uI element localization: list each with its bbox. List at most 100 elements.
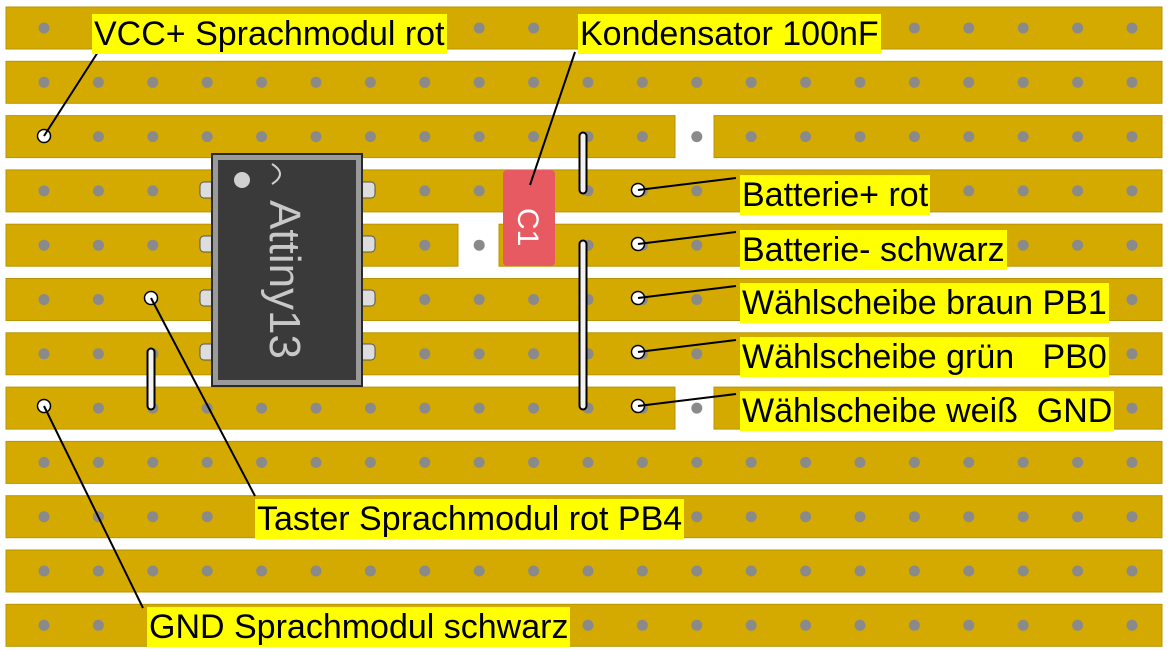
solder-hole <box>38 76 50 88</box>
solder-hole <box>963 131 975 143</box>
solder-hole <box>473 185 485 197</box>
solder-hole <box>419 131 431 143</box>
solder-hole <box>636 76 648 88</box>
capacitor-label: C1 <box>511 208 544 246</box>
leader-line <box>150 297 256 497</box>
solder-hole <box>473 22 485 34</box>
solder-hole <box>745 131 757 143</box>
solder-hole <box>908 456 920 468</box>
solder-hole <box>528 565 540 577</box>
solder-hole <box>800 131 812 143</box>
solder-hole <box>147 511 159 523</box>
solder-hole <box>473 239 485 251</box>
solder-hole <box>1017 22 1029 34</box>
solder-hole <box>800 565 812 577</box>
label-kondensator: Kondensator 100nF <box>578 14 881 54</box>
solder-hole <box>854 565 866 577</box>
solder-hole <box>1126 131 1138 143</box>
solder-hole <box>201 565 213 577</box>
solder-hole <box>1072 76 1084 88</box>
solder-hole <box>854 131 866 143</box>
solder-hole <box>1126 565 1138 577</box>
solder-hole <box>1017 456 1029 468</box>
solder-hole <box>582 565 594 577</box>
solder-hole <box>364 131 376 143</box>
leader-line <box>637 339 737 353</box>
solder-hole <box>147 456 159 468</box>
solder-hole <box>691 619 703 631</box>
solder-hole <box>854 76 866 88</box>
solder-hole <box>1017 76 1029 88</box>
solder-hole <box>636 619 648 631</box>
solder-hole <box>582 619 594 631</box>
solder-hole <box>908 76 920 88</box>
solder-hole <box>1126 348 1138 360</box>
solder-hole <box>636 456 648 468</box>
solder-hole <box>691 348 703 360</box>
solder-hole <box>92 456 104 468</box>
leader-line <box>43 405 144 609</box>
solder-hole <box>582 76 594 88</box>
leader-line <box>529 51 576 186</box>
leader-line <box>637 177 737 191</box>
solder-hole <box>92 185 104 197</box>
solder-hole <box>691 565 703 577</box>
solder-hole <box>1126 511 1138 523</box>
leader-line <box>637 285 737 299</box>
solder-hole <box>38 619 50 631</box>
solder-hole <box>1072 239 1084 251</box>
solder-hole <box>1017 565 1029 577</box>
solder-hole <box>38 456 50 468</box>
solder-hole <box>1017 619 1029 631</box>
label-vcc-sprachmodul: VCC+ Sprachmodul rot <box>92 14 447 54</box>
solder-hole <box>963 565 975 577</box>
solder-hole <box>38 348 50 360</box>
solder-hole <box>800 619 812 631</box>
solder-hole <box>1017 511 1029 523</box>
solder-hole <box>92 294 104 305</box>
solder-hole <box>963 22 975 34</box>
solder-hole <box>1126 22 1138 34</box>
solder-hole <box>92 402 104 414</box>
solder-hole <box>310 131 322 143</box>
solder-hole <box>1072 619 1084 631</box>
solder-hole <box>745 619 757 631</box>
solder-hole <box>528 294 540 305</box>
solder-hole <box>310 76 322 88</box>
solder-hole <box>419 239 431 251</box>
solder-hole <box>908 131 920 143</box>
solder-hole <box>1017 239 1029 251</box>
solder-hole <box>908 565 920 577</box>
solder-hole <box>691 185 703 197</box>
solder-hole <box>854 619 866 631</box>
solder-hole <box>473 348 485 360</box>
solder-hole <box>1072 185 1084 197</box>
solder-hole <box>92 619 104 631</box>
solder-hole <box>854 511 866 523</box>
solder-hole <box>364 76 376 88</box>
solder-hole <box>1126 294 1138 305</box>
solder-hole <box>745 511 757 523</box>
solder-hole <box>1126 402 1138 414</box>
solder-hole <box>201 76 213 88</box>
solder-hole <box>38 511 50 523</box>
solder-hole <box>800 511 812 523</box>
solder-hole <box>419 402 431 414</box>
copper-strip <box>5 115 676 159</box>
solder-hole <box>1126 456 1138 468</box>
pin1-marker <box>234 172 250 188</box>
solder-hole <box>691 294 703 305</box>
solder-hole <box>1072 565 1084 577</box>
solder-hole <box>1072 511 1084 523</box>
solder-hole <box>691 76 703 88</box>
label-gnd-sprachmodul: GND Sprachmodul schwarz <box>147 607 571 647</box>
solder-hole <box>1072 131 1084 143</box>
solder-hole <box>691 131 703 143</box>
label-waehlscheibe-pb1: Wählscheibe braun PB1 <box>740 283 1109 323</box>
solder-hole <box>528 76 540 88</box>
label-waehlscheibe-pb0: Wählscheibe grün PB0 <box>740 337 1109 377</box>
solder-hole <box>256 76 268 88</box>
solder-hole <box>147 565 159 577</box>
solder-hole <box>201 131 213 143</box>
solder-hole <box>256 565 268 577</box>
